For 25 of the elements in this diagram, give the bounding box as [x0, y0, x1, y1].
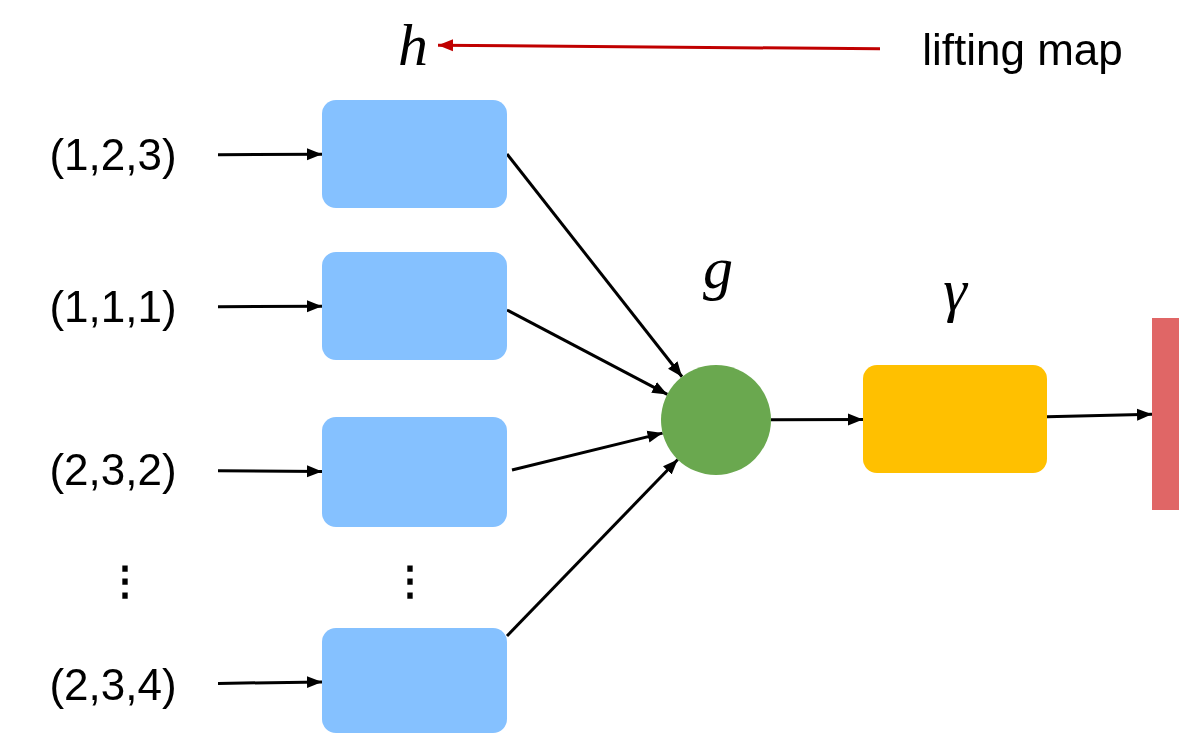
process-box — [863, 365, 1047, 473]
input-label: lifting map — [880, 20, 1165, 80]
input-label: (2,3,2) — [8, 437, 218, 503]
process-box — [322, 252, 507, 360]
process-box — [322, 628, 507, 733]
arrow — [511, 430, 663, 472]
arrow — [506, 308, 669, 396]
arrow — [218, 300, 322, 313]
math-symbol: h — [388, 12, 438, 78]
input-label: (1,1,1) — [8, 274, 218, 340]
arrow — [505, 153, 684, 378]
arrow — [218, 465, 322, 478]
process-box — [322, 100, 507, 208]
arrow — [438, 39, 880, 52]
arrow — [505, 458, 679, 638]
arrow — [1046, 408, 1153, 421]
input-label: (2,3,4) — [8, 652, 218, 718]
ellipsis: ⋮ — [390, 560, 430, 600]
process-box — [322, 417, 507, 527]
arrow — [217, 676, 323, 689]
input-label: (1,2,3) — [8, 122, 218, 188]
arrow — [771, 413, 863, 426]
ellipsis: ⋮ — [105, 560, 145, 600]
output-bar — [1152, 318, 1179, 510]
arrow — [218, 148, 322, 161]
